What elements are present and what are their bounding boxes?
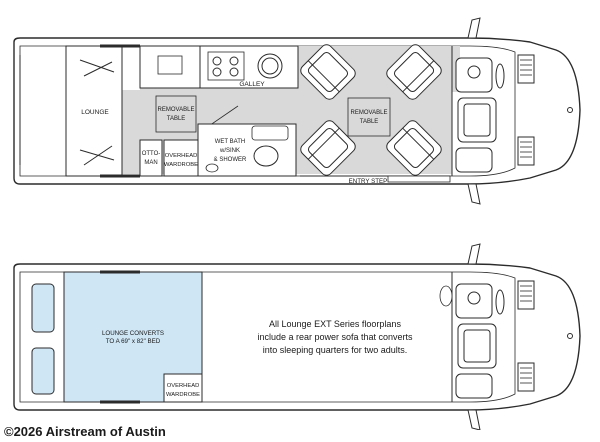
driver-seat [455, 57, 493, 93]
overhead-wardrobe-label-1: OVERHEAD [165, 153, 198, 159]
ottoman-label-2: MAN [144, 160, 157, 166]
entry-step-label: ENTRY STEP [349, 178, 388, 185]
removable-table-left-label-1: REMOVABLE [158, 107, 195, 113]
driver-seat-bottom [455, 283, 493, 319]
top-floorplan: LOUNGE GALLEY REMOVABLE TABLE OTTO- MAN … [0, 0, 600, 215]
ottoman-label-1: OTTO- [142, 151, 161, 157]
captain-chair-1 [300, 44, 356, 100]
steering-wheel-icon-bottom [495, 289, 505, 315]
overhead-wardrobe-bottom-label-1: OVERHEAD [167, 383, 200, 389]
rear-window-bottom [31, 347, 55, 395]
bottom-floorplan: LOUNGE CONVERTS TO A 69" x 82" BED OVERH… [0, 240, 600, 430]
copyright-footer: ©2026 Airstream of Austin [4, 424, 166, 439]
lounge-label: LOUNGE [81, 109, 109, 116]
galley-label: GALLEY [239, 81, 265, 88]
removable-table-left-label-2: TABLE [167, 116, 186, 122]
passenger-seat [457, 97, 497, 143]
captain-chair-3 [386, 44, 442, 100]
wet-bath-label-3: & SHOWER [214, 157, 247, 163]
overhead-wardrobe-bottom-label-2: WARDROBE [166, 392, 200, 398]
bed-label-2: TO A 69" x 82" BED [106, 338, 161, 345]
overhead-wardrobe-label-2: WARDROBE [164, 162, 198, 168]
passenger-seat-bottom [457, 323, 497, 369]
ottoman [139, 139, 163, 177]
mirror-top [467, 17, 481, 39]
removable-table-left [155, 95, 197, 133]
captain-chair-4 [386, 120, 442, 176]
removable-table-right [347, 97, 391, 137]
bath-sink-icon [251, 125, 289, 141]
description-line-1: All Lounge EXT Series floorplans [269, 319, 401, 329]
cab-seat-bottom [455, 147, 493, 173]
removable-table-right-label-1: REMOVABLE [351, 110, 388, 116]
entry-step [387, 175, 451, 183]
bed-label-1: LOUNGE CONVERTS [102, 330, 164, 337]
toilet-icon [253, 145, 279, 167]
overhead-wardrobe-bottom [163, 373, 203, 403]
overhead-wardrobe [163, 139, 199, 177]
rear-window-top [31, 283, 55, 333]
captain-chair-2 [300, 120, 356, 176]
wet-bath-label-1: WET BATH [215, 139, 245, 145]
stove-icon [207, 51, 245, 81]
description-line-3: into sleeping quarters for two adults. [263, 345, 408, 355]
steering-wheel-icon [495, 63, 505, 89]
description-line-2: include a rear power sofa that converts [257, 332, 413, 342]
removable-table-right-label-2: TABLE [360, 119, 379, 125]
wet-bath-label-2: w/SINK [219, 148, 240, 154]
mirror-bottom [467, 183, 481, 205]
